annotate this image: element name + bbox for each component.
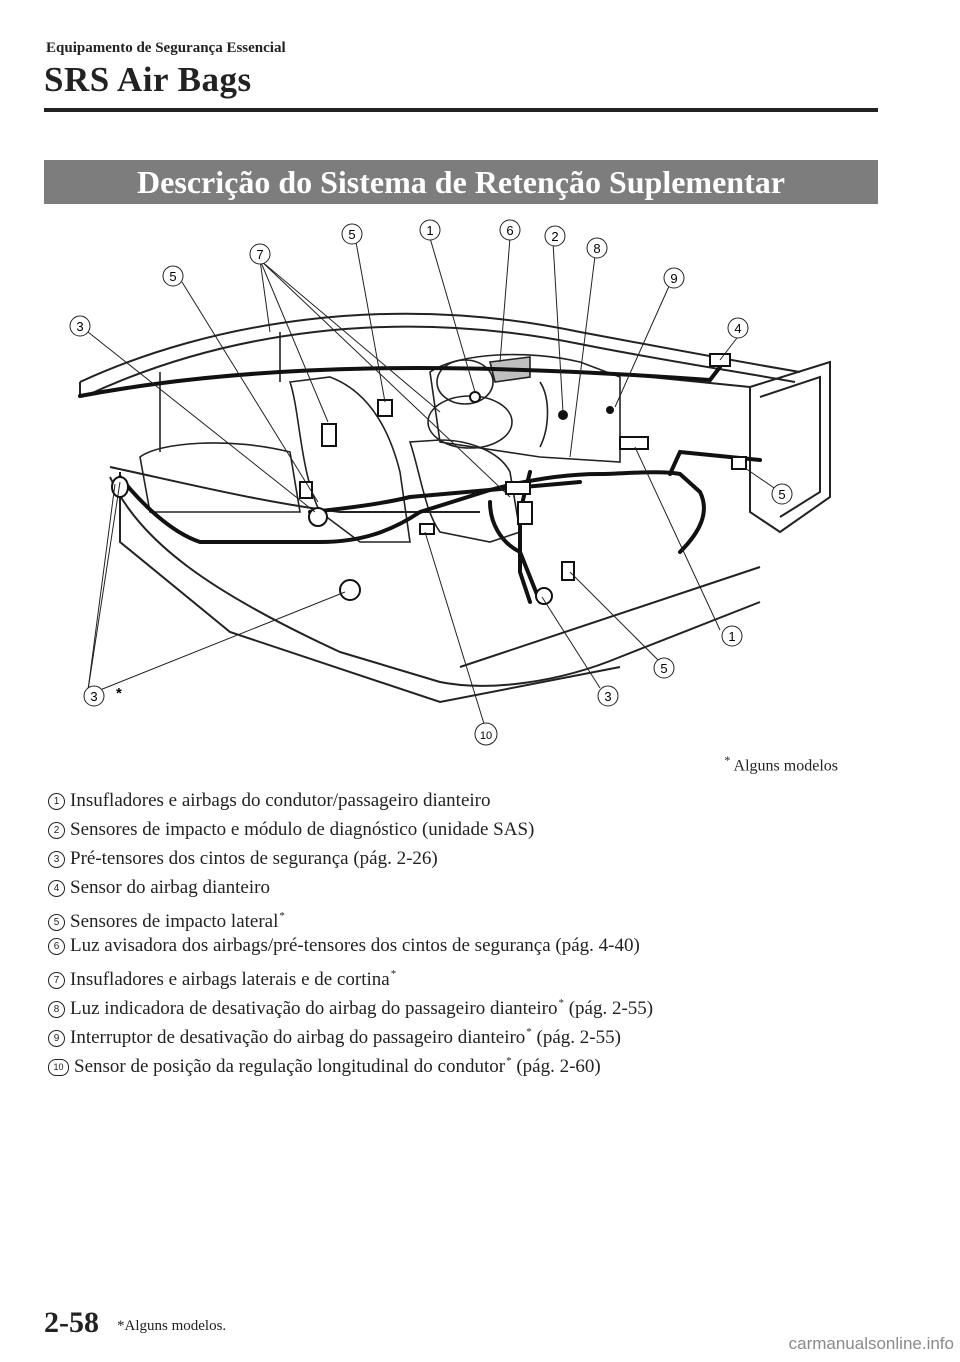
component-legend: 1 Insufladores e airbags do condutor/pass… <box>48 786 654 1077</box>
legend-item: 9 Interruptor de desativação do airbag do… <box>48 1018 653 1048</box>
legend-item: 7 Insufladores e airbags laterais e de co… <box>48 960 653 990</box>
legend-number: 9 <box>48 1030 65 1047</box>
callout-5-right: 5 <box>771 483 793 505</box>
page-number: 2-58 <box>44 1306 99 1339</box>
diagram-footnote: * Alguns modelos <box>724 753 838 775</box>
svg-text:9: 9 <box>670 271 677 286</box>
callout-4: 4 <box>727 317 749 339</box>
svg-text:2: 2 <box>551 229 558 244</box>
callout-8: 8 <box>586 237 608 259</box>
legend-star: * <box>390 968 397 980</box>
svg-text:3: 3 <box>76 319 83 334</box>
legend-number: 5 <box>48 914 65 931</box>
interior-outline <box>139 332 621 543</box>
svg-text:4: 4 <box>734 321 741 336</box>
callout-9: 9 <box>663 267 685 289</box>
callout-5-bottom: 5 <box>653 657 675 679</box>
callout-markers: 5 7 5 1 6 2 8 9 3 4 5 1 5 3 10 3 * <box>69 219 793 746</box>
svg-text:5: 5 <box>778 487 785 502</box>
legend-text: Sensores de impacto e módulo de diagnóst… <box>70 819 535 840</box>
legend-number: 1 <box>48 793 65 810</box>
legend-text: Insufladores e airbags laterais e de cor… <box>70 969 390 990</box>
legend-star: * <box>506 1055 512 1067</box>
legend-star: * <box>279 910 285 922</box>
callout-5-top: 5 <box>341 223 363 245</box>
legend-page-ref: (pág. 2-55) <box>563 998 654 1019</box>
legend-text: Sensor do airbag dianteiro <box>70 877 270 898</box>
svg-text:7: 7 <box>256 247 263 262</box>
section-subtitle: Equipamento de Segurança Essencial <box>46 40 286 56</box>
legend-item: 5 Sensores de impacto lateral* <box>48 902 653 932</box>
legend-number: 8 <box>48 1001 65 1018</box>
legend-star: * <box>526 1026 532 1038</box>
legend-item: 1 Insufladores e airbags do condutor/pass… <box>48 786 653 815</box>
legend-item: 4 Sensor do airbag dianteiro <box>48 873 653 902</box>
svg-text:5: 5 <box>660 661 667 676</box>
footer-note: *Alguns modelos. <box>117 1318 227 1334</box>
svg-text:6: 6 <box>506 223 513 238</box>
legend-text: Sensor de posição da regulação longitudi… <box>74 1056 506 1077</box>
svg-text:5: 5 <box>348 227 355 242</box>
legend-text: Sensores de impacto lateral <box>70 911 279 932</box>
svg-text:1: 1 <box>728 629 735 644</box>
legend-item: 3 Pré-tensores dos cintos de segurança (p… <box>48 844 653 873</box>
callout-5-top-left: 5 <box>162 265 184 287</box>
callout-1-top: 1 <box>419 219 441 241</box>
legend-item: 6 Luz avisadora dos airbags/pré-tensores … <box>48 931 653 960</box>
legend-text: Pré-tensores dos cintos de segurança (pá… <box>70 848 438 869</box>
footnote-text: Alguns modelos <box>733 757 838 775</box>
legend-page-ref: (pág. 2-55) <box>531 1027 621 1048</box>
svg-text:8: 8 <box>593 241 600 256</box>
legend-number: 10 <box>48 1059 69 1076</box>
svg-text:3: 3 <box>90 689 97 704</box>
callout-6: 6 <box>499 219 521 241</box>
page-title-banner: Descrição do Sistema de Retenção Supleme… <box>44 160 878 204</box>
legend-number: 2 <box>48 822 65 839</box>
legend-star: * <box>558 997 564 1009</box>
legend-number: 6 <box>48 938 65 955</box>
srs-system-diagram: 5 7 5 1 6 2 8 9 3 4 5 1 5 3 10 3 * <box>69 219 831 746</box>
component-units <box>111 353 747 605</box>
svg-text:5: 5 <box>169 269 176 284</box>
legend-text: Interruptor de desativação do airbag do … <box>70 1027 526 1048</box>
legend-page-ref: (pág. 2-60) <box>511 1056 601 1077</box>
legend-text: Luz indicadora de desativação do airbag … <box>70 998 558 1019</box>
header-rule <box>44 108 878 112</box>
legend-item: 8 Luz indicadora de desativação do airbag… <box>48 989 654 1019</box>
legend-item: 2 Sensores de impacto e módulo de diagnós… <box>48 815 653 844</box>
legend-number: 7 <box>48 972 65 989</box>
legend-number: 3 <box>48 851 65 868</box>
svg-text:1: 1 <box>426 223 433 238</box>
watermark-link[interactable]: carmanualsonline.info <box>788 1334 954 1353</box>
legend-text: Luz avisadora dos airbags/pré-tensores d… <box>70 935 640 956</box>
callout-3-top: 3 <box>69 315 91 337</box>
legend-text: Insufladores e airbags do condutor/passa… <box>70 790 491 811</box>
wiring-harness <box>78 365 762 604</box>
svg-text:3: 3 <box>604 689 611 704</box>
callout-3-bottom-left: 3 <box>83 685 105 707</box>
callout-10: 10 <box>474 722 498 746</box>
callout-7: 7 <box>249 243 271 265</box>
callout-2: 2 <box>544 225 566 247</box>
legend-number: 4 <box>48 880 65 897</box>
asterisk-marker: * <box>116 685 122 702</box>
callout-1-bottom: 1 <box>721 625 743 647</box>
callout-3-bottom-right: 3 <box>597 685 619 707</box>
leader-lines <box>87 237 781 728</box>
section-title: SRS Air Bags <box>44 60 252 99</box>
legend-item: 10 Sensor de posição da regulação longitu… <box>48 1047 653 1077</box>
svg-text:10: 10 <box>480 730 492 742</box>
footnote-star: * <box>724 753 731 767</box>
